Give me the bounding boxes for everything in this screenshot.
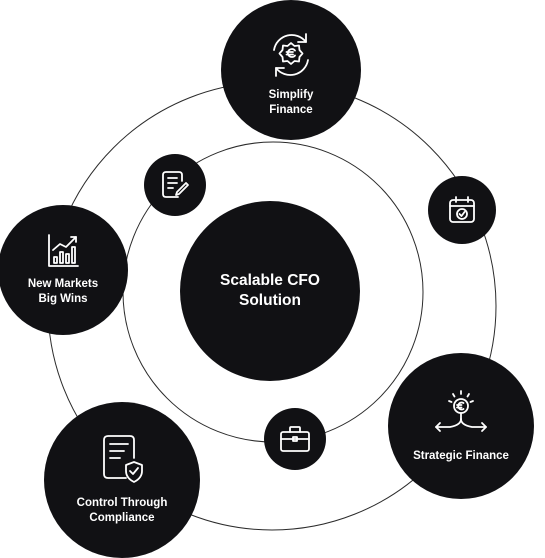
document-shield-icon <box>100 434 144 484</box>
euro-refresh-icon <box>264 30 318 80</box>
euro-bulb-arrows-icon <box>430 389 492 437</box>
briefcase-icon <box>279 425 311 453</box>
new-markets-label: New Markets Big Wins <box>27 278 99 305</box>
control-compliance-label: Control Through Compliance <box>76 497 168 524</box>
calendar-check-icon <box>447 195 477 225</box>
simplify-finance-node: Simplify Finance <box>221 0 361 140</box>
briefcase-node <box>264 408 326 470</box>
center-label: Scalable CFO Solution <box>220 272 320 309</box>
document-pen-icon <box>160 170 190 200</box>
center-node: Scalable CFO Solution <box>180 201 360 381</box>
simplify-finance-label: Simplify Finance <box>268 89 314 116</box>
control-compliance-node: Control Through Compliance <box>44 402 200 558</box>
document-pen-node <box>144 154 206 216</box>
strategic-finance-label: Strategic Finance <box>413 449 509 462</box>
new-markets-node: New Markets Big Wins <box>0 205 128 335</box>
calendar-check-node <box>428 176 496 244</box>
growth-chart-icon <box>46 233 80 269</box>
strategic-finance-node: Strategic Finance <box>388 353 534 499</box>
